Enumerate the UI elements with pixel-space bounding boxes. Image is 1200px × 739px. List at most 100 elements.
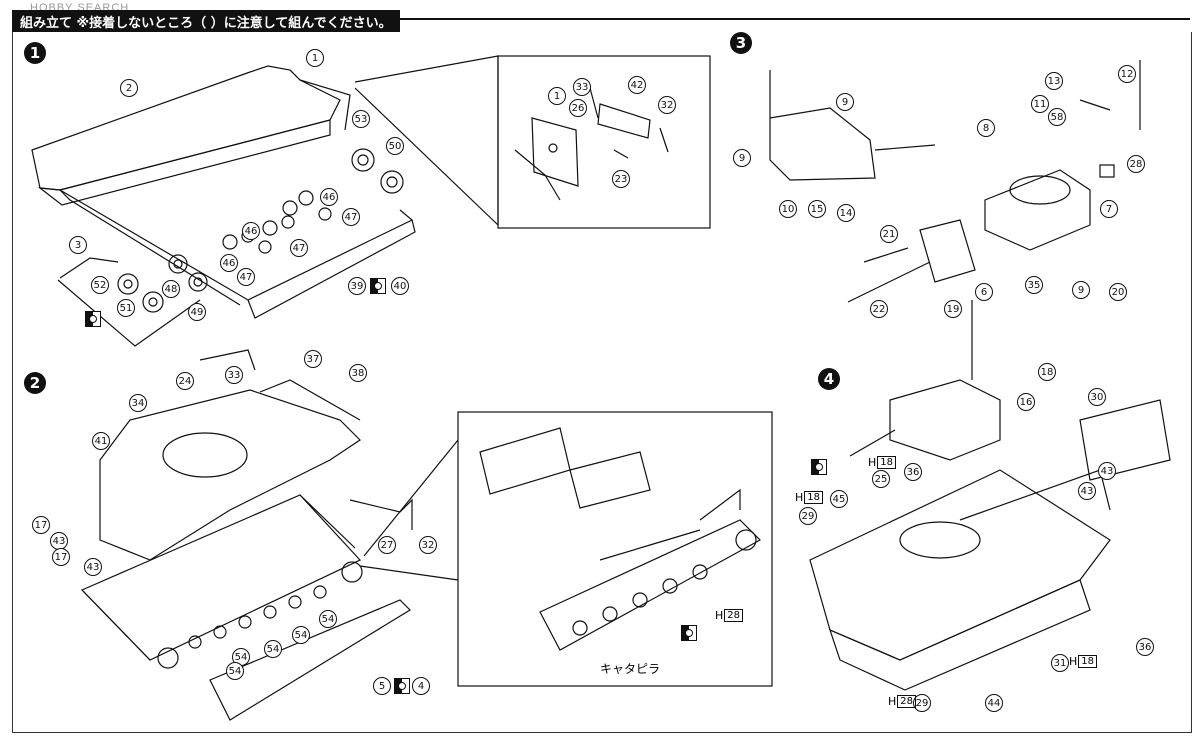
callout-part: 29: [913, 694, 931, 712]
runner-letter: H: [868, 456, 877, 469]
callout-part: 37: [304, 350, 322, 368]
step-4-number: 4: [818, 368, 840, 390]
callout-part: 7: [1100, 200, 1118, 218]
callout-part: 6: [975, 283, 993, 301]
runner-letter: H: [795, 491, 804, 504]
callout-part: 38: [349, 364, 367, 382]
callout-part: 33: [573, 78, 591, 96]
callout-part: 1: [306, 49, 324, 67]
callout-part: 43: [1098, 462, 1116, 480]
frame-border: [12, 32, 1192, 733]
callout-part: 14: [837, 204, 855, 222]
callout-part: 39: [348, 277, 366, 295]
runner-label: H 18: [795, 491, 824, 504]
cement-icon: [370, 278, 386, 294]
callout-part: 5: [373, 677, 391, 695]
callout-part: 46: [320, 188, 338, 206]
cement-icon: [681, 625, 697, 641]
callout-part: 42: [628, 76, 646, 94]
step-2-hull-drawing: [80, 349, 413, 721]
callout-part: 48: [162, 280, 180, 298]
runner-label: H 18: [1069, 655, 1098, 668]
callout-part: 23: [612, 170, 630, 188]
cement-icon: [811, 459, 827, 475]
callout-part: 58: [1048, 108, 1066, 126]
callout-part: 29: [799, 507, 817, 525]
runner-number: 18: [804, 491, 824, 504]
step-4-tank-drawing: [809, 300, 1171, 691]
step-3-number: 3: [730, 32, 752, 54]
callout-part: 41: [92, 432, 110, 450]
callout-part: 44: [985, 694, 1003, 712]
callout-part: 49: [188, 303, 206, 321]
header-rule: [380, 18, 1190, 20]
runner-label: H 28: [888, 695, 917, 708]
callout-part: 20: [1109, 283, 1127, 301]
callout-part: 47: [290, 239, 308, 257]
cement-icon: [85, 311, 101, 327]
callout-part: 10: [779, 200, 797, 218]
callout-part: 24: [176, 372, 194, 390]
callout-part: 54: [319, 610, 337, 628]
step-1-hull-drawing: [31, 55, 499, 347]
step-2-inset-drawing: [359, 427, 761, 651]
runner-number: 18: [877, 456, 897, 469]
callout-part: 32: [419, 536, 437, 554]
runner-label: H 28: [715, 609, 744, 622]
callout-part: 54: [226, 662, 244, 680]
runner-number: 28: [724, 609, 744, 622]
step-3-turret-drawing: [769, 60, 1141, 303]
step-1-inset-drawing: [514, 87, 669, 201]
callout-part: 46: [242, 222, 260, 240]
callout-part: 26: [569, 99, 587, 117]
callout-part: 2: [120, 79, 138, 97]
callout-part: 28: [1127, 155, 1145, 173]
callout-part: 25: [872, 470, 890, 488]
callout-part: 12: [1118, 65, 1136, 83]
callout-part: 21: [880, 225, 898, 243]
callout-part: 51: [117, 299, 135, 317]
callout-part: 19: [944, 300, 962, 318]
runner-number: 28: [897, 695, 917, 708]
callout-part: 45: [830, 490, 848, 508]
callout-part: 15: [808, 200, 826, 218]
callout-part: 17: [52, 548, 70, 566]
runner-letter: H: [715, 609, 724, 622]
callout-part: 9: [836, 93, 854, 111]
callout-part: 54: [264, 640, 282, 658]
callout-part: 1: [548, 87, 566, 105]
callout-part: 35: [1025, 276, 1043, 294]
step-2-number: 2: [24, 372, 46, 394]
runner-label: H 18: [868, 456, 897, 469]
callout-part: 52: [91, 276, 109, 294]
callout-part: 34: [129, 394, 147, 412]
instruction-header: 組み立て ※接着しないところ（ ）に注意して組んでください。: [12, 10, 400, 32]
callout-part: 54: [292, 626, 310, 644]
callout-part: 11: [1031, 95, 1049, 113]
callout-part: 47: [237, 268, 255, 286]
callout-part: 31: [1051, 654, 1069, 672]
callout-part: 53: [352, 110, 370, 128]
callout-part: 9: [733, 149, 751, 167]
callout-part: 32: [658, 96, 676, 114]
callout-part: 13: [1045, 72, 1063, 90]
step-1-number: 1: [24, 42, 46, 64]
callout-part: 36: [904, 463, 922, 481]
callout-part: 43: [84, 558, 102, 576]
callout-part: 17: [32, 516, 50, 534]
callout-part: 16: [1017, 393, 1035, 411]
callout-part: 36: [1136, 638, 1154, 656]
callout-part: 33: [225, 366, 243, 384]
runner-letter: H: [1069, 655, 1078, 668]
callout-part: 4: [412, 677, 430, 695]
callout-part: 18: [1038, 363, 1056, 381]
inset-caption: キャタピラ: [600, 662, 661, 676]
callout-part: 22: [870, 300, 888, 318]
callout-part: 40: [391, 277, 409, 295]
runner-letter: H: [888, 695, 897, 708]
callout-part: 47: [342, 208, 360, 226]
callout-part: 50: [386, 137, 404, 155]
callout-part: 8: [977, 119, 995, 137]
callout-part: 9: [1072, 281, 1090, 299]
